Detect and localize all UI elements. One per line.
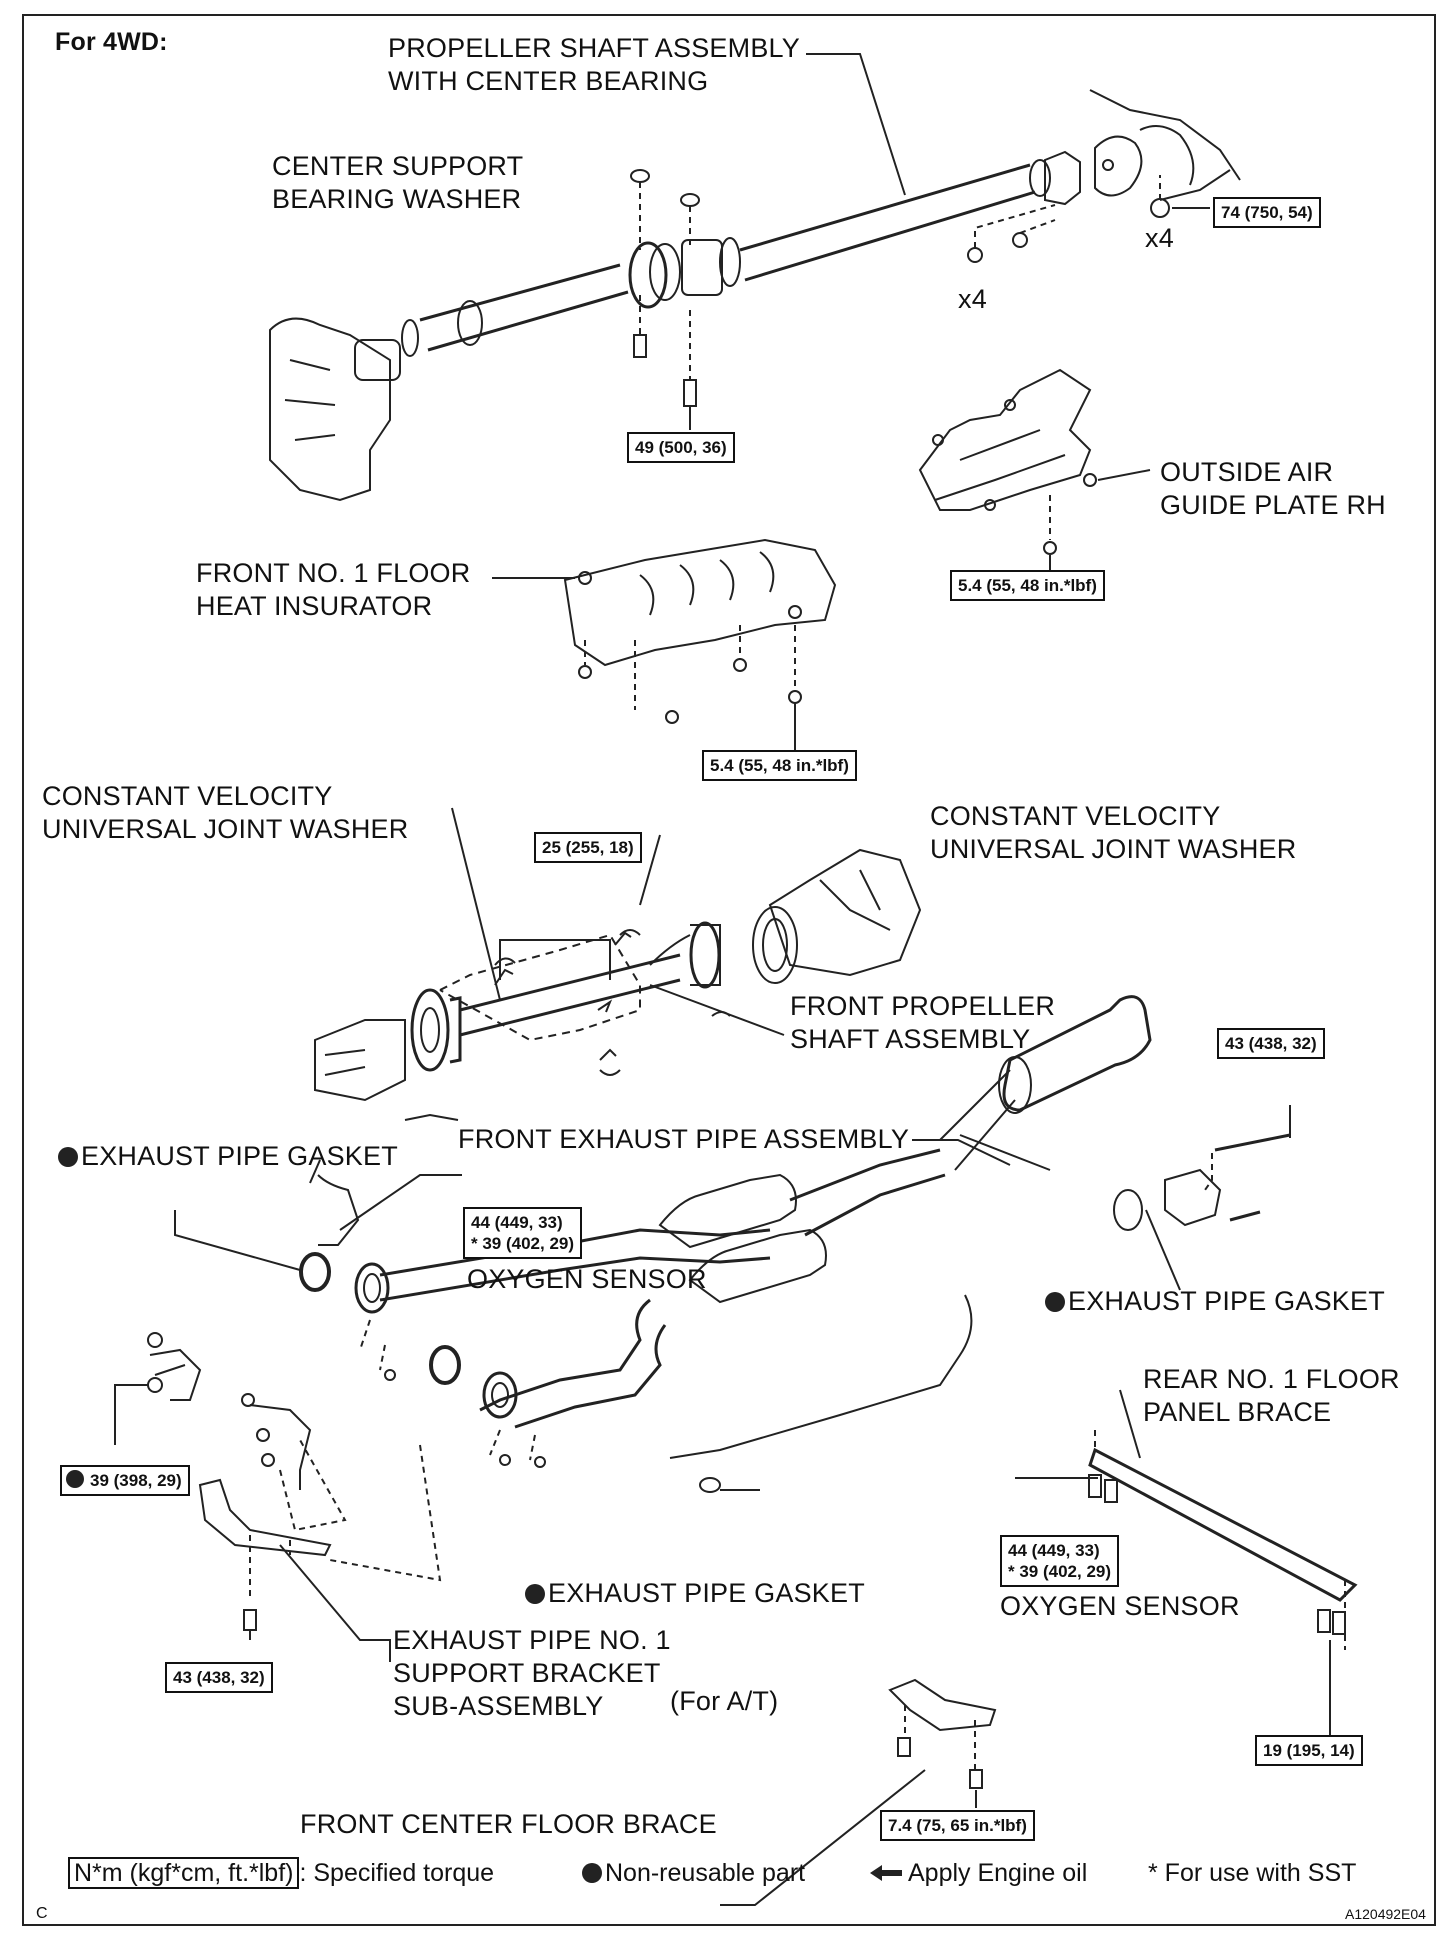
legend-torque-unit: N*m (kgf*cm, ft.*lbf) (68, 1857, 300, 1889)
non-reusable-icon (582, 1863, 602, 1883)
legend-engine-oil: Apply Engine oil (908, 1859, 1088, 1887)
label-exhaust-pipe-gasket-mid: EXHAUST PIPE GASKET (525, 1577, 865, 1610)
page-title: For 4WD: (55, 28, 168, 56)
torque-49: 49 (500, 36) (627, 432, 735, 463)
front-propeller-shaft-drawing (314, 848, 922, 1102)
label-qty-x4-bolts: x4 (958, 284, 987, 314)
legend-torque-desc: : Specified torque (299, 1859, 495, 1887)
label-oxygen-sensor-2: OXYGEN SENSOR (1000, 1591, 1240, 1621)
torque-44-sensor-2: 44 (449, 33)* 39 (402, 29) (1000, 1535, 1120, 1587)
label-for-at: (For A/T) (670, 1686, 779, 1716)
diagram-frame (22, 14, 1436, 1926)
non-reusable-icon (525, 1584, 545, 1604)
torque-5-4-guide-plate: 5.4 (55, 48 in.*lbf) (950, 570, 1105, 601)
torque-43-flange: 43 (438, 32) (1217, 1028, 1325, 1059)
label-front-exhaust-pipe-assembly: FRONT EXHAUST PIPE ASSEMBLY (458, 1124, 910, 1154)
heat-insulator-drawing (492, 538, 837, 750)
center-floor-brace-drawing (720, 1678, 997, 1906)
engine-oil-arrow-icon (870, 1865, 902, 1881)
legend-non-reusable: Non-reusable part (582, 1857, 805, 1889)
non-reusable-icon (58, 1147, 78, 1167)
torque-25: 25 (255, 18) (534, 832, 642, 863)
rear-panel-brace-drawing (1088, 1389, 1358, 1735)
label-qty-x4-nuts: x4 (1145, 223, 1174, 253)
non-reusable-icon (1045, 1292, 1065, 1312)
label-front-center-floor-brace: FRONT CENTER FLOOR BRACE (300, 1809, 717, 1839)
non-reusable-icon (66, 1470, 84, 1488)
torque-43-bracket: 43 (438, 32) (165, 1662, 273, 1693)
torque-19: 19 (195, 14) (1255, 1735, 1363, 1766)
torque-39-bracket: 39 (398, 29) (60, 1465, 190, 1496)
label-exhaust-pipe-gasket-top: EXHAUST PIPE GASKET (58, 1140, 398, 1173)
label-exhaust-pipe-gasket-right: EXHAUST PIPE GASKET (1045, 1285, 1385, 1318)
torque-44-sensor-1: 44 (449, 33)* 39 (402, 29) (463, 1207, 583, 1259)
outside-air-guide-plate-drawing (918, 368, 1151, 570)
torque-74: 74 (750, 54) (1213, 197, 1321, 228)
legend-sst: * For use with SST (1148, 1859, 1357, 1887)
torque-7-4: 7.4 (75, 65 in.*lbf) (880, 1810, 1035, 1841)
footer-code: C (36, 1905, 48, 1922)
propeller-shaft-drawing (269, 89, 1241, 502)
label-oxygen-sensor-1: OXYGEN SENSOR (467, 1264, 707, 1294)
figure-id: A120492E04 (1345, 1906, 1426, 1922)
torque-5-4-insulator: 5.4 (55, 48 in.*lbf) (702, 750, 857, 781)
legend-specified-torque: N*m (kgf*cm, ft.*lbf): Specified torque (68, 1857, 494, 1889)
